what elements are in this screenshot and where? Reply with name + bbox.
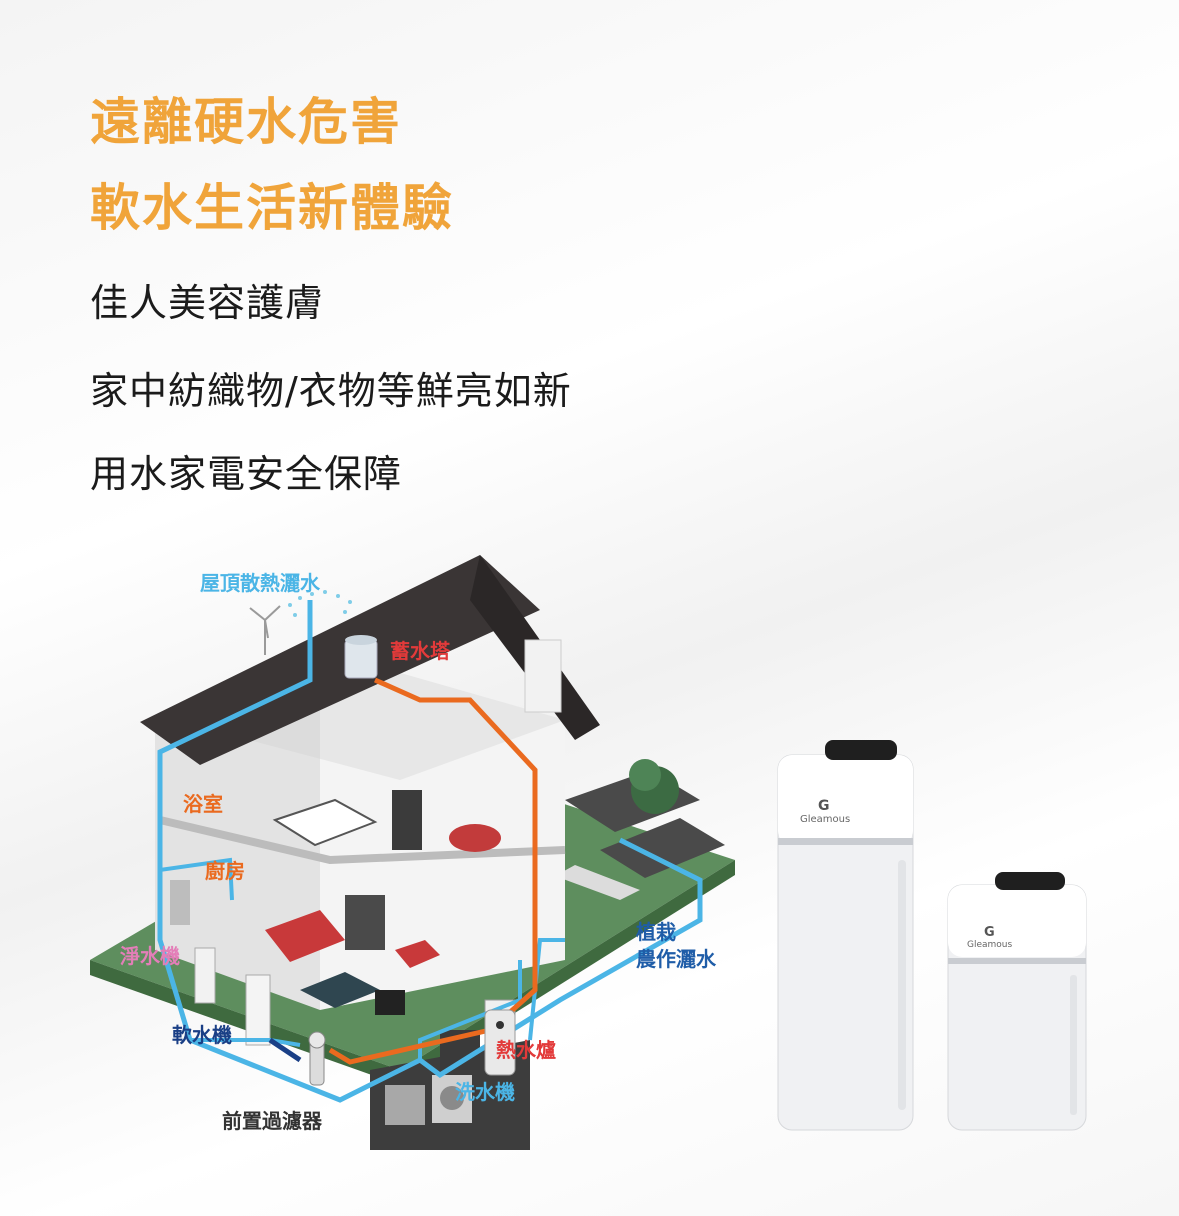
hot-water-pipe: [328, 677, 538, 1065]
label-irrigation-line-2: 農作灑水: [636, 947, 717, 971]
chimney: [524, 639, 562, 713]
prefilter-icon: [308, 1031, 326, 1086]
label-water-tank: 蓄水塔: [390, 639, 451, 663]
water-tank-icon: [344, 635, 378, 679]
headline-line-1: 遠離硬水危害: [90, 93, 402, 151]
label-kitchen: 廚房: [205, 859, 245, 883]
brand-name-large: Gleamous: [800, 814, 850, 825]
label-prefilter: 前置過濾器: [222, 1109, 323, 1133]
headline-line-2: 軟水生活新體驗: [90, 179, 454, 237]
control-panel-small: [995, 872, 1065, 890]
label-water-softener: 軟水機: [172, 1023, 232, 1047]
brand-name-small: Gleamous: [967, 940, 1013, 950]
cold-water-pipe: [157, 600, 703, 1103]
water-heater-icon: [484, 1009, 516, 1076]
sprinkler-spray-icon: [288, 590, 352, 617]
label-washing-machine: 洗水機: [455, 1080, 515, 1104]
garden-beds: [555, 759, 725, 900]
label-water-purifier: 淨水機: [120, 944, 180, 968]
label-water-heater: 熱水爐: [496, 1038, 556, 1062]
brand-logo-small: G: [984, 925, 995, 940]
brand-logo-large: G: [818, 798, 830, 814]
benefit-appliance-safety: 用水家電安全保障: [90, 452, 403, 496]
benefit-skin-care: 佳人美容護膚: [90, 281, 325, 325]
wind-turbine-icon: [249, 605, 281, 655]
softener-unit-small: G Gleamous: [947, 872, 1087, 1131]
label-bathroom: 浴室: [183, 792, 223, 816]
control-panel-large: [825, 740, 897, 760]
benefit-fabric-care: 家中紡織物/衣物等鮮亮如新: [90, 369, 572, 413]
softener-unit-large: G Gleamous: [777, 740, 914, 1131]
house-water-diagram: 屋頂散熱灑水 蓄水塔 浴室 廚房 淨水機 軟水機 前置過濾器 熱水爐 洗水機 植…: [90, 555, 1087, 1150]
label-roof-cooling: 屋頂散熱灑水: [200, 571, 321, 595]
label-irrigation-line-1: 植栽: [636, 920, 676, 944]
lawn-edge-right: [400, 860, 735, 1085]
